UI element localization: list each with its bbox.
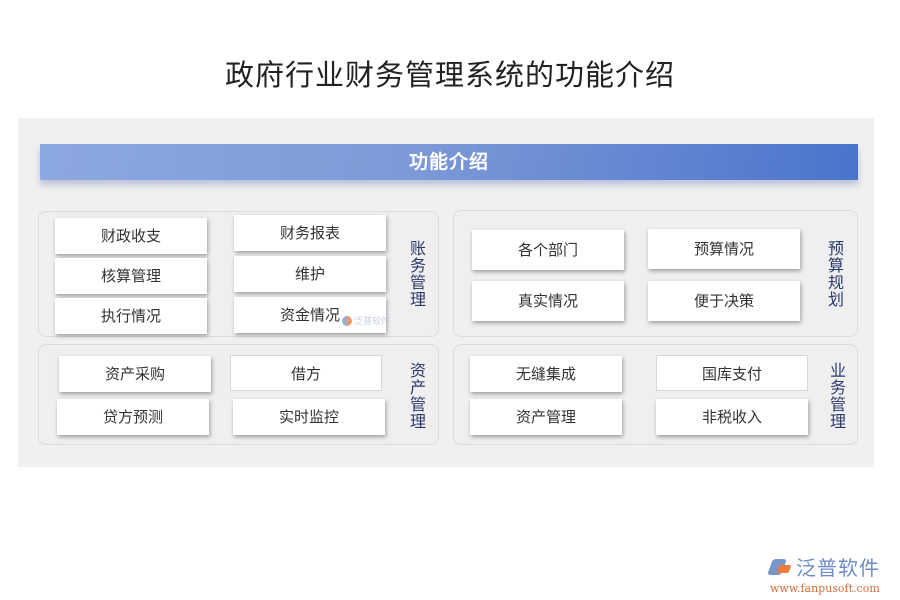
item-debit[interactable]: 借方 (230, 355, 382, 391)
fanpu-logo-icon (767, 556, 792, 578)
item-decision-support[interactable]: 便于决策 (648, 281, 800, 321)
item-asset-management[interactable]: 资产管理 (470, 399, 622, 435)
item-realtime-monitoring[interactable]: 实时监控 (233, 399, 385, 435)
item-non-tax-revenue[interactable]: 非税收入 (656, 399, 808, 435)
section-banner: 功能介绍 (40, 144, 858, 180)
brand-url: www.fanpusoft.com (770, 582, 880, 595)
item-credit-forecast[interactable]: 贷方预测 (57, 399, 209, 435)
brand-name: 泛普软件 (796, 556, 880, 580)
item-fiscal-income-expense[interactable]: 财政收支 (55, 218, 207, 254)
watermark-logo-icon (342, 315, 352, 326)
item-each-department[interactable]: 各个部门 (472, 230, 624, 270)
watermark: 泛普软件 (342, 314, 390, 327)
item-actual-status[interactable]: 真实情况 (472, 281, 624, 321)
item-budget-status[interactable]: 预算情况 (648, 229, 800, 269)
item-fund-status[interactable]: 资金情况 (234, 297, 386, 333)
item-treasury-payment[interactable]: 国库支付 (656, 355, 808, 391)
page-title: 政府行业财务管理系统的功能介绍 (224, 58, 675, 92)
item-seamless-integration[interactable]: 无缝集成 (470, 356, 622, 392)
group-label-accounting: 账务管理 (409, 239, 426, 309)
item-accounting-management[interactable]: 核算管理 (55, 258, 207, 294)
item-financial-report[interactable]: 财务报表 (234, 215, 386, 251)
group-label-budget-planning: 预算规划 (827, 239, 844, 309)
brand-logo: 泛普软件 www.fanpusoft.com (767, 552, 895, 596)
group-label-asset-management: 资产管理 (409, 361, 426, 431)
item-execution-status[interactable]: 执行情况 (55, 298, 207, 334)
item-maintenance[interactable]: 维护 (234, 256, 386, 292)
item-asset-procurement[interactable]: 资产采购 (59, 356, 211, 392)
group-label-business-management: 业务管理 (829, 361, 846, 431)
watermark-text: 泛普软件 (354, 317, 391, 327)
